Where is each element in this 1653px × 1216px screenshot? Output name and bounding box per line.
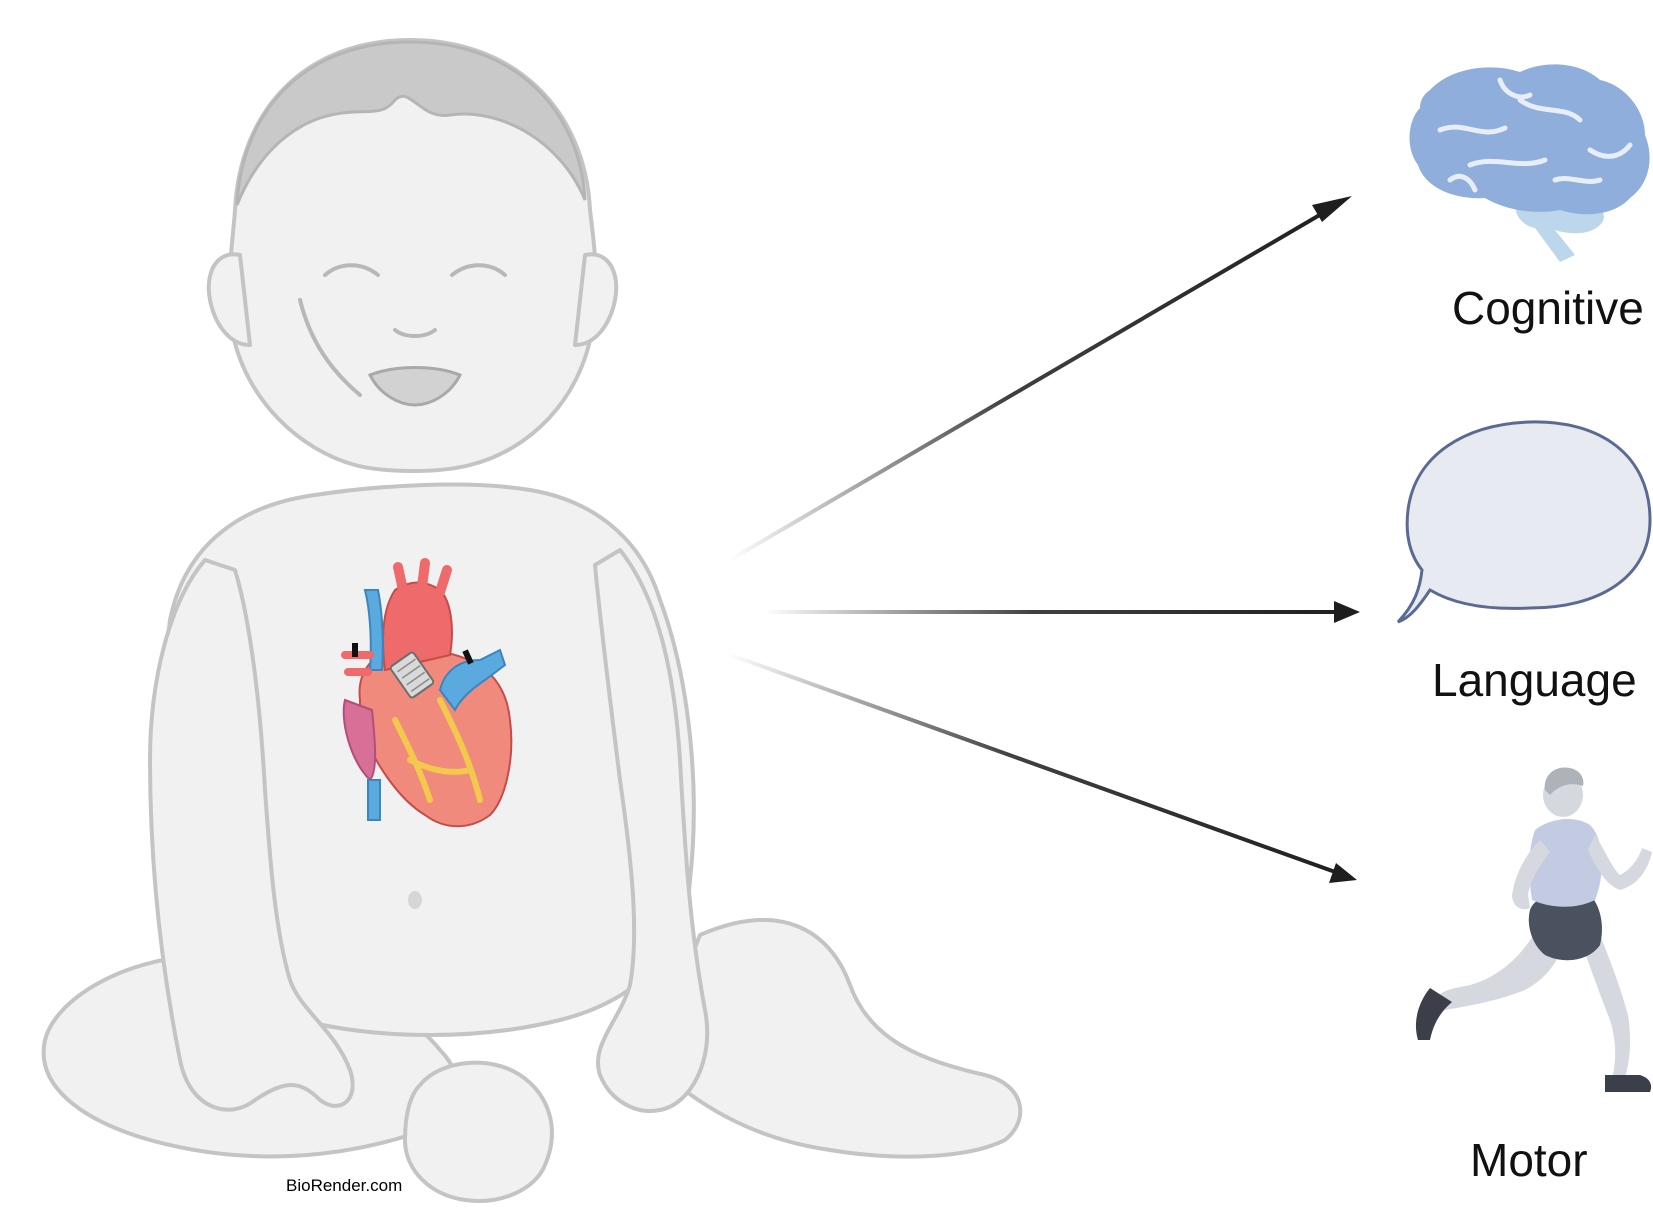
arrowhead-motor xyxy=(1329,863,1357,883)
brain-icon xyxy=(1410,64,1650,262)
brain-cerebrum xyxy=(1410,64,1650,214)
infant-icon xyxy=(44,40,1021,1201)
outcome-label-cognitive: Cognitive xyxy=(1452,285,1644,331)
runner-icon xyxy=(1416,767,1652,1092)
arrow-to-cognitive xyxy=(730,206,1335,560)
outcome-label-language: Language xyxy=(1432,657,1637,703)
outcome-label-motor: Motor xyxy=(1470,1137,1588,1183)
runner-front-shoe xyxy=(1605,1075,1651,1092)
arrows xyxy=(728,196,1360,883)
arrow-to-motor xyxy=(728,654,1338,873)
heart-clamp-left xyxy=(352,643,358,657)
infant-foot xyxy=(405,1063,552,1201)
speech-bubble-icon xyxy=(1398,422,1650,622)
arrowhead-language xyxy=(1334,601,1360,623)
watermark: BioRender.com xyxy=(286,1176,402,1196)
infant-navel xyxy=(408,891,422,909)
